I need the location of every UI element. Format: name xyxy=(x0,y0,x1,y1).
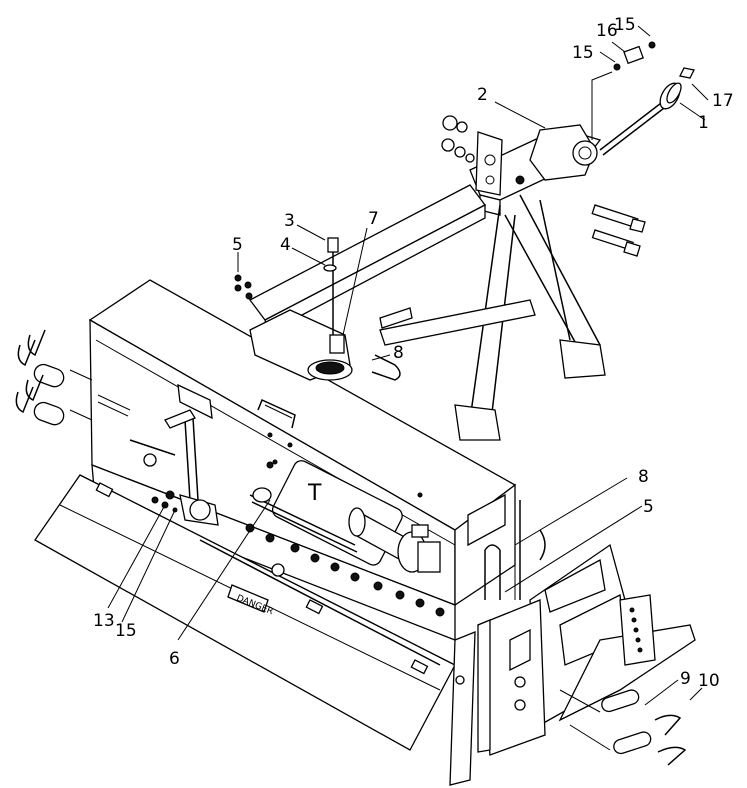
callout-15-bottom: 15 xyxy=(115,621,137,641)
callout-8-right: 8 xyxy=(638,467,649,487)
callout-6: 6 xyxy=(169,649,180,669)
callout-2: 2 xyxy=(477,85,488,105)
left-link-plates-pins xyxy=(15,329,93,426)
callout-10: 10 xyxy=(698,671,720,691)
callout-5-top: 5 xyxy=(232,235,243,255)
callout-9: 9 xyxy=(680,669,691,689)
callout-7: 7 xyxy=(368,209,379,229)
callout-5-right: 5 xyxy=(643,497,654,517)
pto-drive-rod xyxy=(249,487,358,577)
left-side-linkage xyxy=(129,409,274,526)
callout-4: 4 xyxy=(280,235,291,255)
callout-3: 3 xyxy=(284,211,295,231)
tiller-main-housing: T xyxy=(88,279,517,607)
leader-lines xyxy=(107,25,709,706)
callout-16: 16 xyxy=(596,21,618,41)
callout-17: 17 xyxy=(712,91,734,111)
three-point-hitch-frame xyxy=(249,115,646,441)
callout-13: 13 xyxy=(93,611,115,631)
small-hardware-15-16-17 xyxy=(613,41,695,79)
callout-1: 1 xyxy=(698,113,709,133)
callout-8-top: 8 xyxy=(393,343,404,363)
lower-link-plates-9-10 xyxy=(559,689,687,766)
right-side-skid-assembly xyxy=(449,500,696,786)
gearbox-top-mount xyxy=(234,237,413,381)
callout-numbers: 15 16 15 17 1 2 3 4 5 7 8 8 5 6 13 15 9 … xyxy=(93,15,734,691)
callout-15-left: 15 xyxy=(572,43,594,63)
depth-control-rod xyxy=(591,71,682,156)
t-mark-label: T xyxy=(307,481,322,506)
callout-15-top: 15 xyxy=(614,15,636,35)
